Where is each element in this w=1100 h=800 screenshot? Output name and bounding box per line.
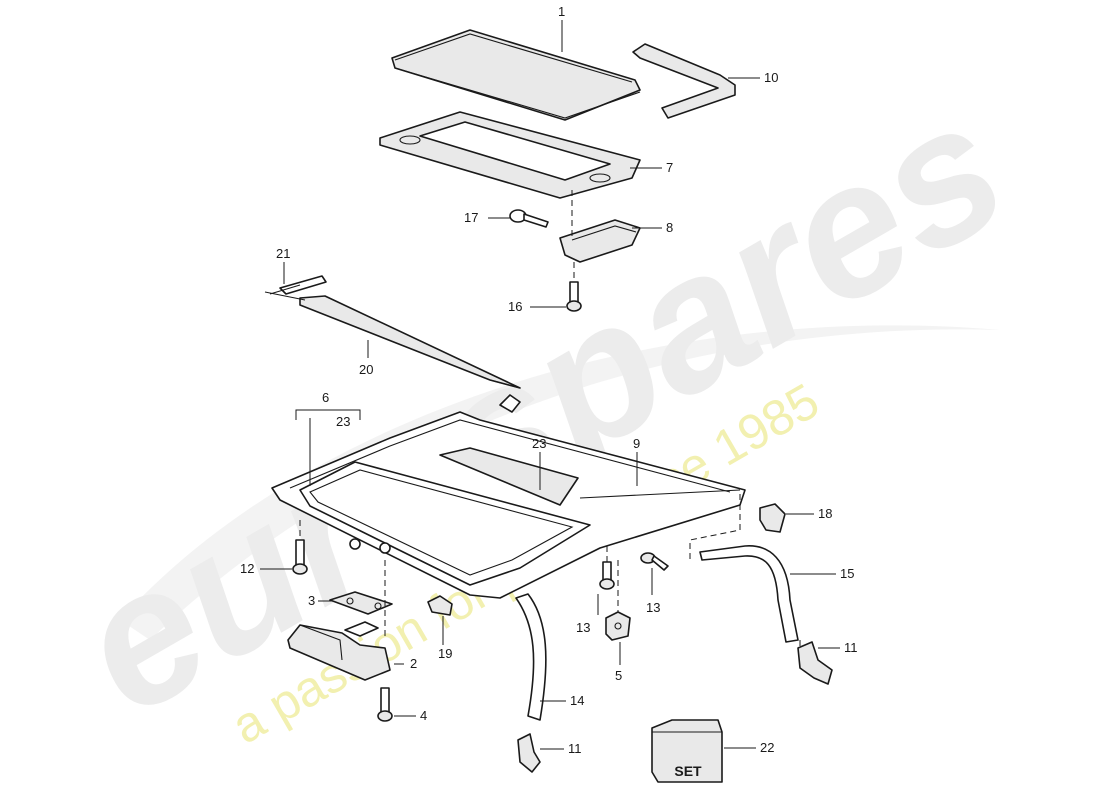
part-1-roof-panel[interactable] [391, 29, 641, 121]
part-10-seal[interactable] [632, 43, 736, 119]
part-12-bolt[interactable] [292, 539, 308, 575]
assembly-dash-lines [299, 190, 801, 648]
part-14-drain-hose[interactable] [515, 593, 547, 721]
callout-9: 9 [633, 436, 640, 451]
part-19-clip[interactable] [427, 595, 453, 616]
callout-5: 5 [615, 668, 622, 683]
callout-22: 22 [760, 740, 774, 755]
part-13-bolt-b[interactable] [640, 552, 669, 571]
callout-20: 20 [359, 362, 373, 377]
set-label: SET [674, 763, 702, 779]
part-21-clip[interactable] [269, 275, 327, 295]
part-17-screw[interactable] [509, 209, 549, 228]
callout-21: 21 [276, 246, 290, 261]
part-13-bolt-a[interactable] [599, 561, 615, 590]
callout-13-a: 13 [576, 620, 590, 635]
callout-14: 14 [570, 693, 584, 708]
callout-12: 12 [240, 561, 254, 576]
callout-10: 10 [764, 70, 778, 85]
callout-16: 16 [508, 299, 522, 314]
callout-8: 8 [666, 220, 673, 235]
part-20-deflector[interactable] [264, 291, 521, 389]
part-22-set-box[interactable]: SET [651, 719, 723, 783]
part-2-motor[interactable] [287, 621, 391, 681]
callout-labels: 1 10 7 17 8 21 16 20 6 23 23 9 18 12 15 … [240, 4, 858, 756]
callout-3: 3 [308, 593, 315, 608]
callout-6: 6 [322, 390, 329, 405]
callout-11-a: 11 [844, 640, 858, 655]
part-4-bolt[interactable] [377, 687, 393, 722]
part-11-elbow-b[interactable] [797, 641, 833, 685]
callout-18: 18 [818, 506, 832, 521]
callout-7: 7 [666, 160, 673, 175]
part-3-plate[interactable] [329, 591, 393, 615]
callout-4: 4 [420, 708, 427, 723]
part-8-guide-bracket[interactable] [559, 219, 641, 263]
sunroof-main-frame[interactable] [100, 0, 746, 599]
callout-17: 17 [464, 210, 478, 225]
part-18-clip[interactable] [759, 503, 786, 533]
part-11-elbow-a[interactable] [517, 733, 541, 773]
part-5-nut[interactable] [605, 611, 631, 641]
callout-15: 15 [840, 566, 854, 581]
callout-6-sub: 23 [336, 414, 350, 429]
callout-2: 2 [410, 656, 417, 671]
part-16-bolt[interactable] [566, 281, 582, 312]
part-15-drain-hose[interactable] [699, 545, 799, 643]
callout-13-b: 13 [646, 600, 660, 615]
callout-1: 1 [558, 4, 565, 19]
callout-19: 19 [438, 646, 452, 661]
callout-11-b: 11 [568, 741, 582, 756]
part-7-inner-frame[interactable] [379, 111, 641, 199]
callout-23: 23 [532, 436, 546, 451]
leader-lines [260, 20, 840, 750]
